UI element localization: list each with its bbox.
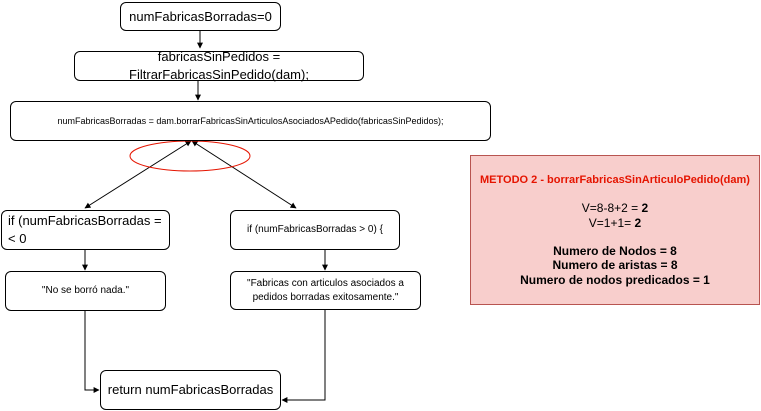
- node-return-label: return numFabricasBorradas: [107, 382, 274, 398]
- node-if-none-label: if (numFabricasBorradas =< 0: [8, 213, 162, 246]
- node-filter-label: fabricasSinPedidos = FiltrarFabricasSinP…: [129, 49, 309, 82]
- formula-1: V=8-8+2 = 2: [471, 201, 759, 215]
- node-msg-some-line2: pedidos borradas exitosamente.": [252, 291, 399, 303]
- stat-edges: Numero de aristas = 8: [552, 258, 678, 273]
- node-msg-some: "Fabricas con articulos asociados a pedi…: [230, 271, 421, 310]
- formula-2-text: V=1+1=: [588, 215, 635, 230]
- edge-msg-none-to-return: [84, 311, 100, 393]
- node-msg-none: "No se borró nada.": [5, 271, 166, 311]
- formula-1-value: 2: [641, 201, 649, 216]
- formula-2: V=1+1= 2: [471, 216, 759, 230]
- node-if-some: if (numFabricasBorradas > 0) {: [230, 210, 400, 250]
- edge-msg-some-to-return: [281, 310, 326, 403]
- node-if-some-label: if (numFabricasBorradas > 0) {: [247, 224, 383, 236]
- node-delete: numFabricasBorradas = dam.borrarFabricas…: [10, 101, 491, 141]
- node-delete-label: numFabricasBorradas = dam.borrarFabricas…: [57, 115, 444, 126]
- stat-nodes: Numero de Nodos = 8: [553, 243, 677, 258]
- metrics-title: METODO 2 - borrarFabricasSinArticuloPedi…: [480, 174, 750, 186]
- node-msg-some-line1: "Fabricas con articulos asociados a: [247, 278, 404, 289]
- node-start-label: numFabricasBorradas=0: [129, 8, 272, 24]
- edge-delete-to-if-none: [84, 140, 192, 209]
- node-msg-none-label: "No se borró nada.": [41, 285, 130, 297]
- stat-predicates: Numero de nodos predicados = 1: [520, 272, 710, 287]
- node-start: numFabricasBorradas=0: [120, 2, 281, 31]
- metrics-note: METODO 2 - borrarFabricasSinArticuloPedi…: [470, 155, 760, 305]
- edge-delete-to-if-some: [191, 140, 297, 209]
- formula-2-value: 2: [634, 215, 642, 230]
- highlight-ellipse: [129, 140, 251, 172]
- node-if-none: if (numFabricasBorradas =< 0: [1, 210, 170, 250]
- node-filter: fabricasSinPedidos = FiltrarFabricasSinP…: [74, 49, 364, 82]
- formula-1-text: V=8-8+2 =: [581, 201, 642, 216]
- node-return: return numFabricasBorradas: [100, 370, 281, 410]
